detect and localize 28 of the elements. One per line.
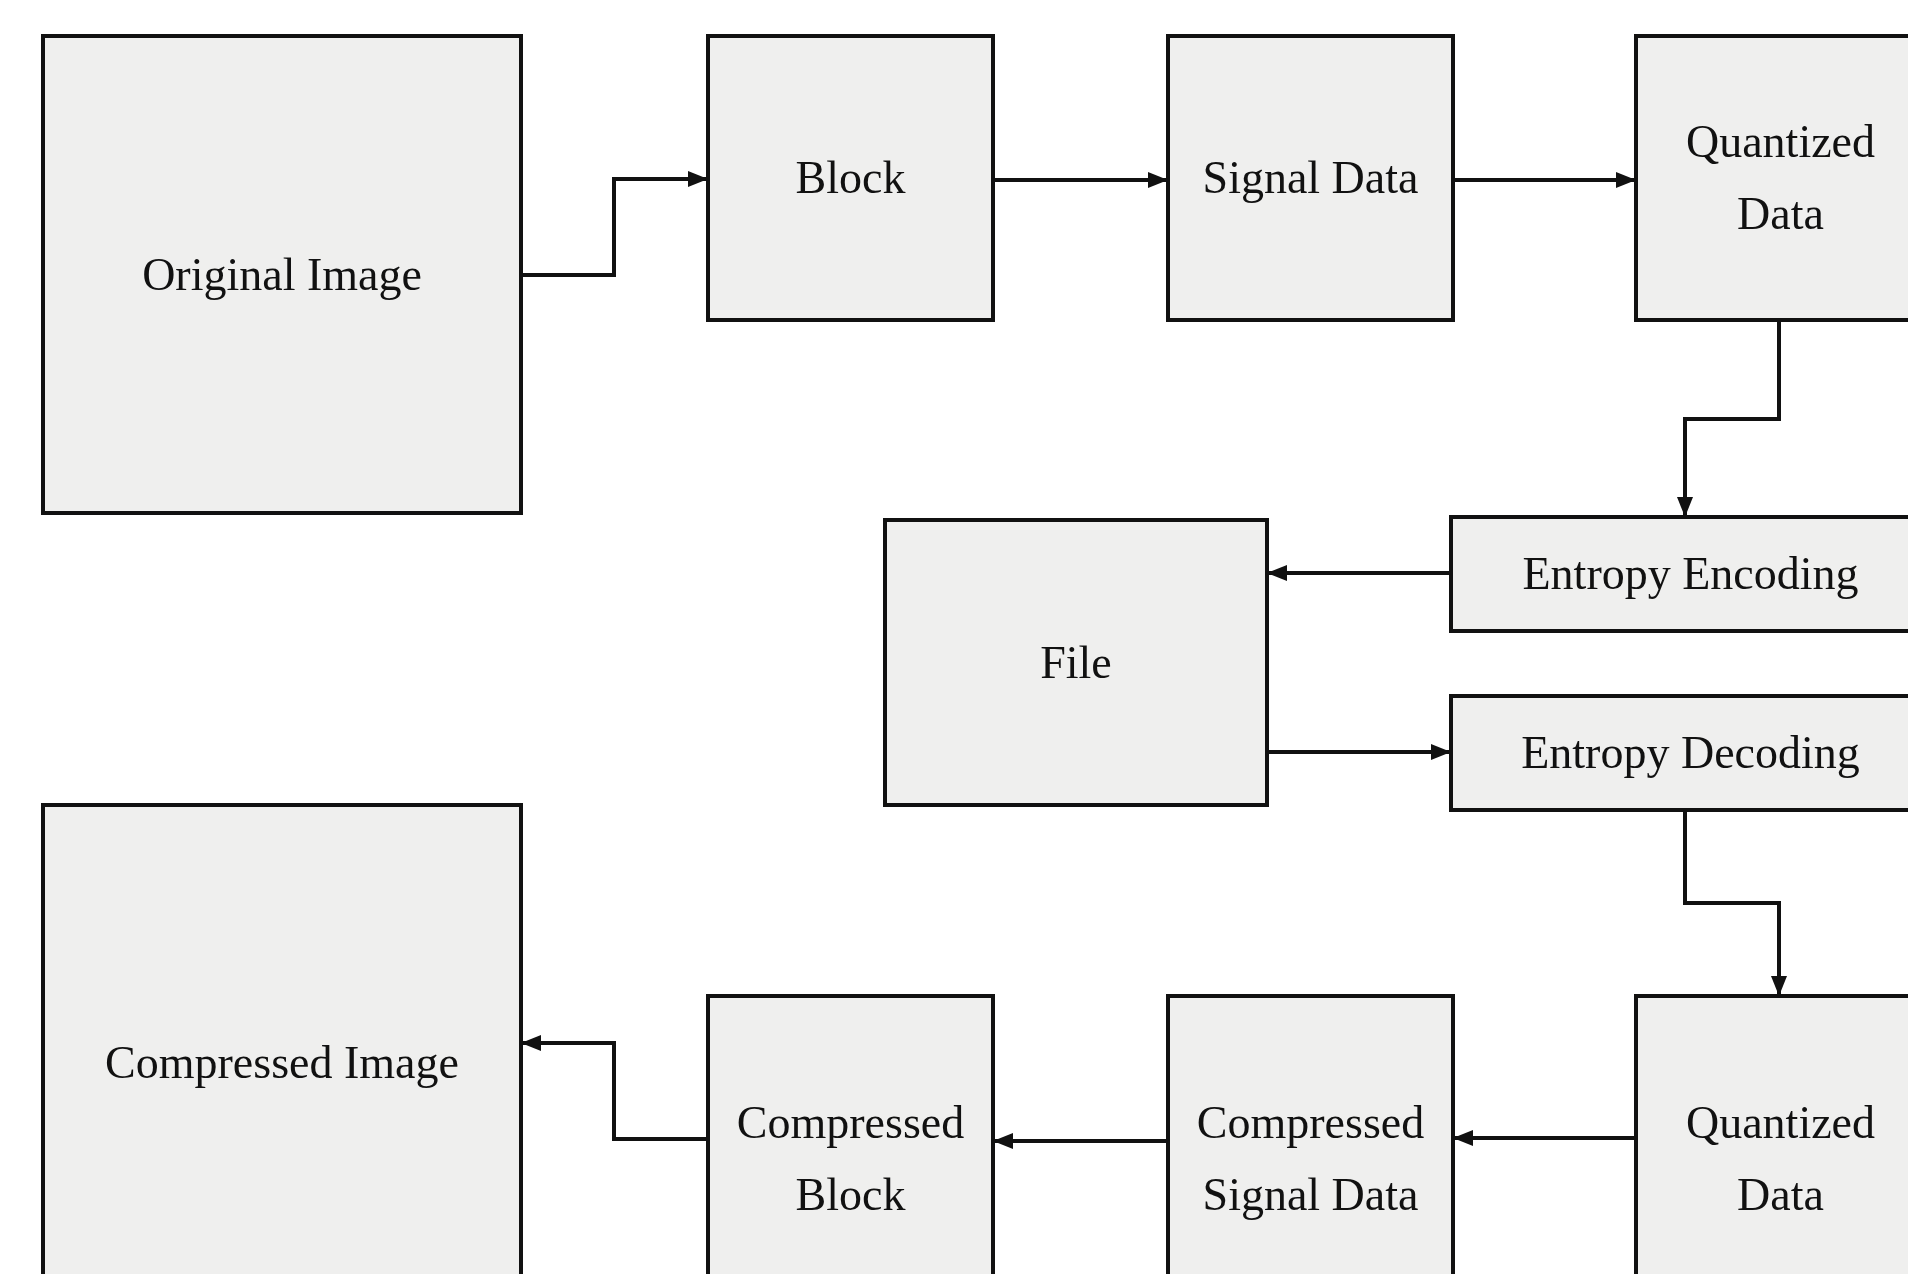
process-box <box>706 34 995 322</box>
process-box <box>1166 994 1455 1274</box>
box-label: Entropy Decoding <box>1520 726 1861 780</box>
arrow <box>995 172 1168 188</box>
process-box <box>1634 34 1908 322</box>
box-label: File <box>1039 635 1113 690</box>
process-box <box>41 34 523 515</box>
box-label: Quantized Data <box>1685 1096 1876 1222</box>
box-label: Original Image <box>141 247 423 302</box>
arrow <box>1683 812 1787 996</box>
process-box <box>1449 694 1908 812</box>
arrow <box>523 171 708 277</box>
box-label: Quantized Data <box>1685 115 1876 241</box>
arrow <box>1455 172 1636 188</box>
box-label: Compressed Block <box>735 1096 966 1222</box>
process-box <box>706 994 995 1274</box>
process-box <box>1634 994 1908 1274</box>
process-box <box>1166 34 1455 322</box>
process-box <box>41 803 523 1274</box>
arrow <box>1677 322 1781 517</box>
box-label: Block <box>794 151 907 205</box>
process-box <box>1449 515 1908 633</box>
process-box <box>883 518 1269 807</box>
box-label: Signal Data <box>1201 151 1420 205</box>
box-label: Compressed Signal Data <box>1195 1096 1426 1222</box>
box-label: Compressed Image <box>104 1036 460 1090</box>
arrow <box>1269 744 1451 760</box>
box-label: Entropy Encoding <box>1521 547 1860 601</box>
